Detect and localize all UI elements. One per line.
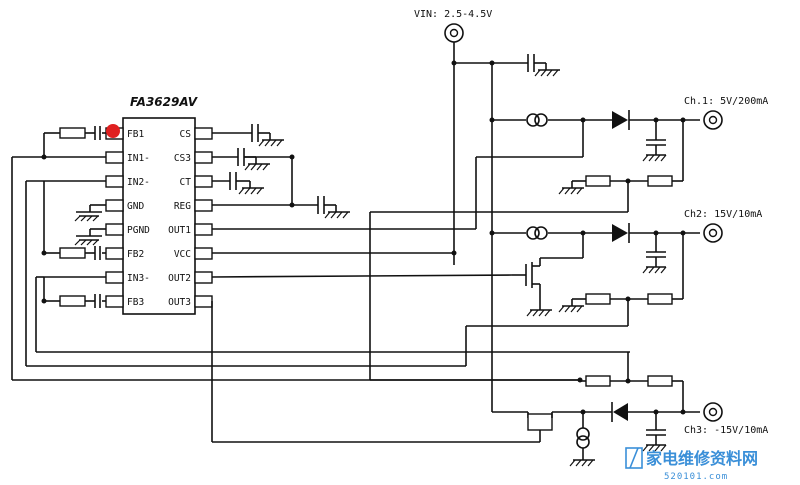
pin-label-in1: IN1- xyxy=(127,153,150,164)
pin-label-ct: CT xyxy=(180,177,192,188)
ic-body xyxy=(122,117,196,315)
watermark-url: 520101.com xyxy=(664,472,728,482)
pin-label-gnd: GND xyxy=(127,201,144,212)
vin-rail xyxy=(212,23,560,412)
ic-name: FA3629AV xyxy=(130,95,199,109)
pin-label-out1: OUT1 xyxy=(168,225,191,236)
timing-capacitors xyxy=(212,124,350,219)
pin-label-fb3: FB3 xyxy=(127,297,144,308)
vin-label: VIN: 2.5-4.5V xyxy=(414,9,492,20)
pin-label-out3: OUT3 xyxy=(168,297,191,308)
ch2-label: Ch2: 15V/10mA xyxy=(684,209,762,220)
channel-1-converter xyxy=(212,110,723,380)
ch3-label: Ch3: -15V/10mA xyxy=(684,425,768,436)
watermark-text: 家电维修资料网 xyxy=(646,449,758,468)
red-marker-dot xyxy=(106,124,120,138)
feedback-wires xyxy=(11,156,630,381)
pin-label-vcc: VCC xyxy=(174,249,191,260)
watermark-logo xyxy=(625,447,643,469)
pin-label-cs3: CS3 xyxy=(174,153,191,164)
ic-left-pins xyxy=(105,127,124,308)
left-feedback-network xyxy=(41,126,106,308)
pin-label-cs: CS xyxy=(180,129,192,140)
pin-label-out2: OUT2 xyxy=(168,273,191,284)
pin-label-pgnd: PGND xyxy=(127,225,150,236)
pin-label-reg: REG xyxy=(174,201,191,212)
ic-right-pins xyxy=(194,127,213,308)
pin-label-fb1: FB1 xyxy=(127,129,144,140)
pin-label-in2: IN2- xyxy=(127,177,150,188)
pin-label-fb2: FB2 xyxy=(127,249,144,260)
channel-2-converter xyxy=(211,223,723,366)
channel-3-converter xyxy=(211,301,723,467)
pin-label-in3: IN3- xyxy=(127,273,150,284)
ch1-label: Ch.1: 5V/200mA xyxy=(684,96,768,107)
